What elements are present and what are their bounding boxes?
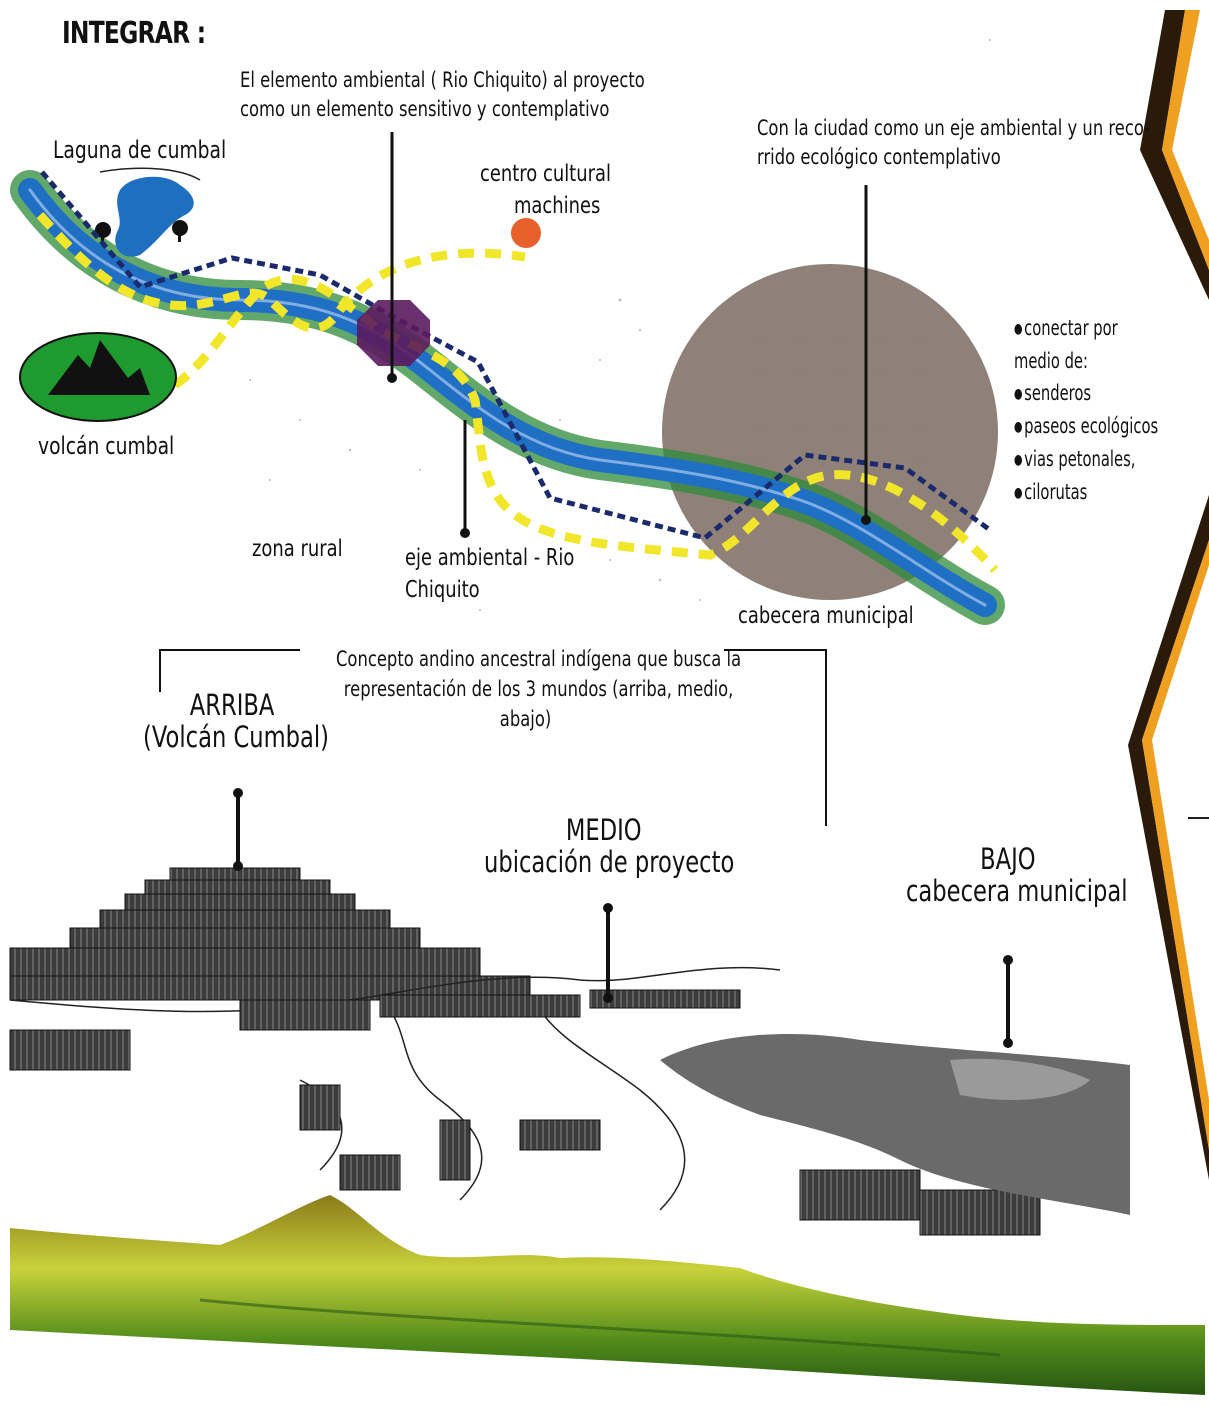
volcano-terraces [10,868,530,1000]
